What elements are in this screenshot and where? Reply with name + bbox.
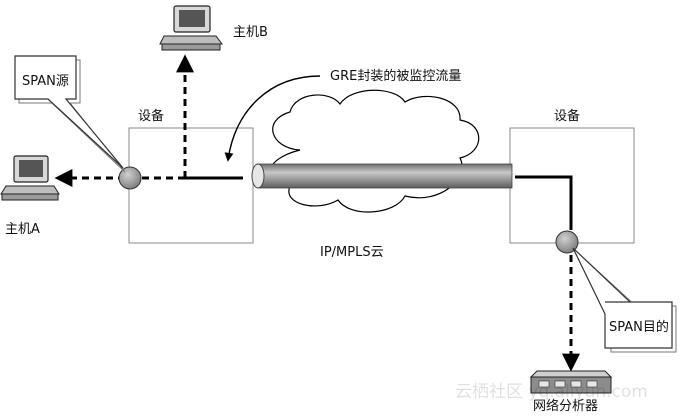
computer-icon: [0, 155, 60, 201]
label-device-left: 设备: [138, 108, 164, 124]
span-destination-port: [555, 230, 579, 254]
tunnel-pipe: [251, 163, 513, 189]
watermark: 云栖社区 yq.aliyun.com: [455, 382, 648, 402]
span-source-port: [118, 166, 142, 190]
label-span-source: SPAN源: [22, 74, 69, 89]
network-analyzer-icon: [529, 370, 613, 394]
right-device-link: [515, 175, 573, 230]
label-host-b: 主机B: [233, 25, 268, 40]
cloud-icon: [268, 89, 480, 213]
span-source-callout: [14, 55, 126, 173]
device-left-box: [128, 127, 254, 244]
label-host-a: 主机A: [5, 222, 40, 237]
label-device-right: 设备: [554, 108, 580, 124]
span-destination-callout: [572, 247, 677, 353]
computer-icon: [159, 5, 223, 51]
label-cloud: IP/MPLS云: [320, 245, 384, 260]
label-gre-traffic: GRE封装的被监控流量: [330, 68, 461, 84]
label-analyzer: 网络分析器: [533, 398, 598, 414]
gre-pointer-arrow: [224, 75, 321, 162]
label-span-destination: SPAN目的: [609, 319, 669, 335]
